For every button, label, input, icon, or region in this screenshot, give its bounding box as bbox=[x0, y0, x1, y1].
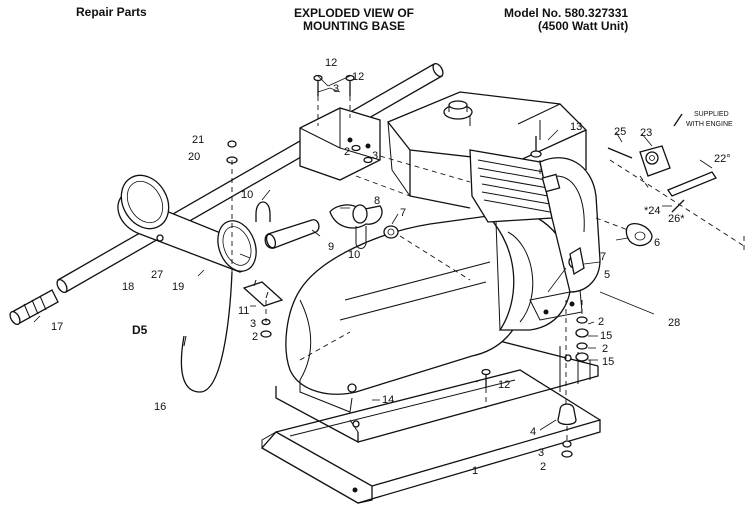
callout-1: 1 bbox=[472, 465, 478, 477]
callout-2-plate: 2 bbox=[344, 146, 350, 158]
callout-24: *24 bbox=[644, 205, 661, 217]
callout-27: 27 bbox=[151, 269, 163, 281]
callouts: 12 12 3 2 3 13 21 20 25 23 22° *24 26* 1… bbox=[51, 57, 733, 477]
callout-18: 18 bbox=[122, 281, 134, 293]
callout-3-bottom: 3 bbox=[538, 447, 544, 459]
callout-23: 23 bbox=[640, 127, 652, 139]
callout-3-plate: 3 bbox=[372, 150, 378, 162]
header-repair-parts: Repair Parts bbox=[76, 5, 147, 19]
callout-21: 21 bbox=[192, 134, 204, 146]
callout-2-left: 2 bbox=[252, 331, 258, 343]
callout-12-top: 12 bbox=[325, 57, 337, 69]
callout-2-right-b: 2 bbox=[602, 343, 608, 355]
callout-7-left: 7 bbox=[400, 207, 406, 219]
callout-9: 9 bbox=[328, 241, 334, 253]
callout-17: 17 bbox=[51, 321, 63, 333]
callout-10-lower: 10 bbox=[348, 249, 360, 261]
callout-15-b: 15 bbox=[602, 356, 614, 368]
callout-20: 20 bbox=[188, 151, 200, 163]
callout-15-a: 15 bbox=[600, 330, 612, 342]
callout-4: 4 bbox=[530, 426, 536, 438]
callout-10-upper: 10 bbox=[241, 189, 253, 201]
callout-5: 5 bbox=[604, 269, 610, 281]
callout-7-right: 7 bbox=[600, 251, 606, 263]
callout-6: 6 bbox=[654, 237, 660, 249]
callout-3-top: 3 bbox=[333, 83, 339, 95]
callout-12-bottom: 12 bbox=[498, 379, 510, 391]
callout-11: 11 bbox=[238, 305, 249, 317]
callout-12-top-right: 12 bbox=[352, 71, 364, 83]
callout-16: 16 bbox=[154, 401, 166, 413]
leader-lines bbox=[33, 75, 745, 442]
header-title-line2: MOUNTING BASE bbox=[303, 19, 405, 33]
header-model: Model No. 580.327331 (4500 Watt Unit) bbox=[504, 7, 628, 33]
note-supplied-line1: SUPPLIED bbox=[694, 111, 729, 118]
note-supplied-line2: WITH ENGINE bbox=[686, 121, 733, 128]
callout-22: 22° bbox=[714, 153, 731, 165]
header-title-line1: EXPLODED VIEW OF bbox=[293, 6, 414, 20]
callout-8: 8 bbox=[374, 195, 380, 207]
callout-19: 19 bbox=[172, 281, 184, 293]
callout-26: 26* bbox=[668, 213, 685, 225]
mounting-base bbox=[260, 329, 601, 504]
figure-id: D5 bbox=[132, 323, 148, 337]
callout-25: 25 bbox=[614, 126, 626, 138]
callout-2-bottom: 2 bbox=[540, 461, 546, 473]
callout-28: 28 bbox=[668, 317, 680, 329]
callout-3-left: 3 bbox=[250, 318, 256, 330]
callout-13: 13 bbox=[570, 121, 582, 133]
callout-14: 14 bbox=[382, 394, 394, 406]
header-title: EXPLODED VIEW OF MOUNTING BASE bbox=[284, 7, 424, 33]
header-model-number: Model No. 580.327331 bbox=[504, 6, 629, 20]
header-unit: (4500 Watt Unit) bbox=[538, 19, 629, 33]
alternator-housing bbox=[285, 210, 583, 413]
callout-2-right-a: 2 bbox=[598, 316, 604, 328]
